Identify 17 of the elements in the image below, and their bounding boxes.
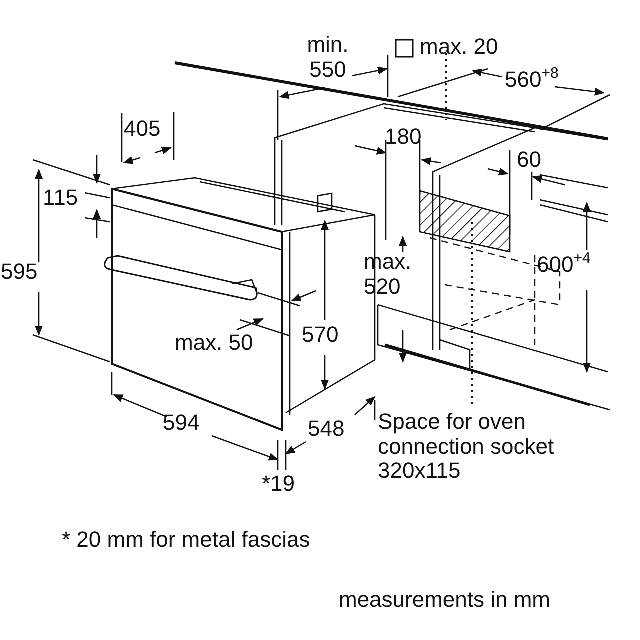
dimension-label: min. 550 (306, 33, 350, 82)
dimension-label: 115 (43, 186, 78, 211)
dimension-label: 600$^{+4}$ (537, 253, 591, 278)
dimension-label: 594 (163, 411, 200, 436)
socket-space-note: Space for oven connection socket 320x115 (378, 410, 556, 484)
dimension-label: 570 (302, 323, 339, 348)
dimension-label: max. 20 (420, 35, 498, 60)
dimension-label: 405 (124, 117, 161, 142)
footnote: * 20 mm for metal fascias (62, 528, 310, 553)
dimension-label: 180 (385, 125, 422, 150)
dimension-label: 560$^{+8}$ (505, 68, 559, 93)
units-note: measurements in mm (339, 588, 551, 613)
dimension-label: max. 50 (175, 331, 254, 356)
dimension-label: 595 (1, 260, 38, 285)
dimension-label: *19 (262, 472, 296, 497)
dimension-label: 60 (517, 148, 542, 173)
dimension-label: 548 (308, 417, 345, 442)
